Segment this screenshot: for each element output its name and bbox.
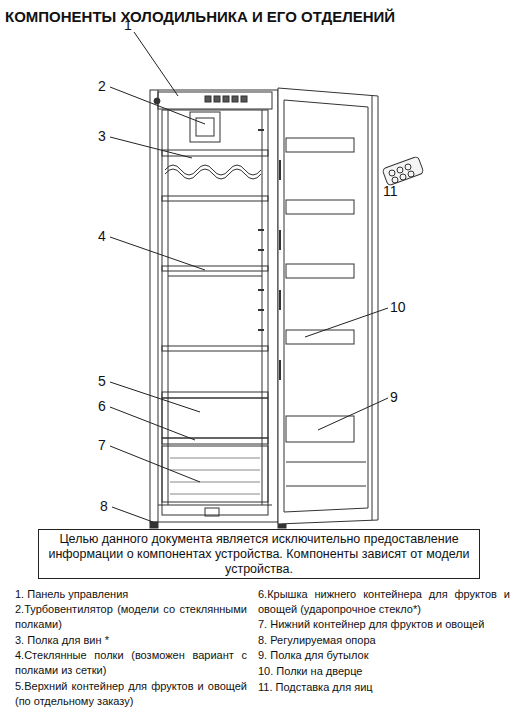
control-button [232, 96, 238, 102]
lower-crisper [162, 446, 268, 502]
leader-line [318, 398, 388, 430]
legend-item: 6.Крышка нижнего контейнера для фруктов … [258, 587, 510, 617]
crisper-cover [162, 438, 268, 444]
callout-number: 7 [98, 437, 106, 453]
door-shelf [286, 264, 354, 278]
cabinet-base [158, 505, 272, 506]
callout-number: 6 [98, 398, 106, 414]
door-outline [278, 88, 378, 524]
control-button [241, 96, 247, 102]
leader-line [110, 87, 205, 124]
adjustable-foot [150, 522, 158, 528]
door-edge [372, 96, 373, 520]
egg-cup [405, 164, 411, 170]
crisper-grid [170, 458, 260, 494]
turbo-fan-grille [196, 118, 214, 136]
upper-crisper-lid [162, 392, 268, 398]
control-panel [158, 92, 272, 109]
glass-shelf [162, 346, 268, 351]
legend-item: 2.Турбовентилятор (модели со стеклянными… [15, 602, 247, 632]
legend-item: 1. Панель управления [15, 587, 247, 602]
cabinet-wall [158, 90, 159, 522]
legend-item: 4.Стеклянные полки (возможен вариант с п… [15, 648, 247, 678]
legend-item: 8. Регулируемая опора [258, 633, 510, 648]
legend-item: 7. Нижний контейнер для фруктов и овощей [258, 617, 510, 632]
callout-number: 2 [98, 78, 106, 94]
leader-line [110, 382, 200, 412]
callout-number: 10 [390, 299, 406, 315]
door-supports [279, 160, 281, 380]
shelf-supports [258, 130, 264, 330]
notice-text: Целью данного документа является исключи… [39, 532, 479, 577]
page-title: КОМПОНЕНТЫ ХОЛОДИЛЬНИКА И ЕГО ОТДЕЛЕНИЙ [5, 8, 395, 26]
cabinet-outline [150, 90, 278, 522]
glass-shelf [162, 196, 268, 201]
egg-cup [397, 167, 403, 173]
door-shelf [286, 138, 354, 152]
glass-shelf [162, 266, 268, 271]
leader-line [110, 446, 200, 482]
turbo-fan [190, 112, 220, 142]
legend-item: 5.Верхний контейнер для фруктов и овощей… [15, 679, 247, 709]
egg-cup [408, 171, 414, 177]
callout-number: 5 [98, 373, 106, 389]
legend-item: 10. Полки на дверце [258, 664, 510, 679]
egg-cup [389, 170, 395, 176]
leader-lines [110, 32, 388, 522]
leader-line [110, 137, 192, 158]
callout-number: 11 [383, 183, 398, 199]
egg-tray-body [382, 156, 424, 186]
wine-rack-wave [165, 169, 261, 179]
leader-line [110, 407, 195, 440]
legend-item: 3. Полка для вин * [15, 633, 247, 648]
legend-item: 11. Подставка для яиц [258, 680, 510, 695]
callout-number: 8 [100, 498, 108, 514]
door-shelf [286, 200, 354, 214]
shelf-edge [168, 276, 262, 277]
fridge-cabinet [150, 90, 286, 528]
leader-line [112, 507, 153, 522]
leader-line [134, 32, 178, 96]
callout-number: 4 [98, 228, 106, 244]
door-bin-line [286, 462, 366, 463]
control-button [223, 96, 229, 102]
egg-cup [392, 177, 398, 183]
control-button [205, 96, 211, 102]
legend-item: 9. Полка для бутылок [258, 648, 510, 663]
door-bin-line [286, 486, 366, 487]
callout-number: 1 [124, 17, 132, 33]
egg-cup [400, 174, 406, 180]
wine-shelf [162, 150, 268, 156]
upper-crisper [162, 398, 268, 438]
hinge-dot [154, 98, 160, 104]
door-liner [284, 100, 368, 512]
callout-number: 9 [390, 389, 398, 405]
notice-box: Целью данного документа является исключи… [38, 529, 480, 579]
leader-line [110, 237, 205, 270]
base-vent [205, 508, 219, 516]
leader-line [305, 308, 388, 337]
control-button [214, 96, 220, 102]
fridge-door [278, 88, 378, 524]
callout-number: 3 [98, 128, 106, 144]
egg-tray [382, 156, 424, 186]
inner-cavity [162, 110, 268, 515]
